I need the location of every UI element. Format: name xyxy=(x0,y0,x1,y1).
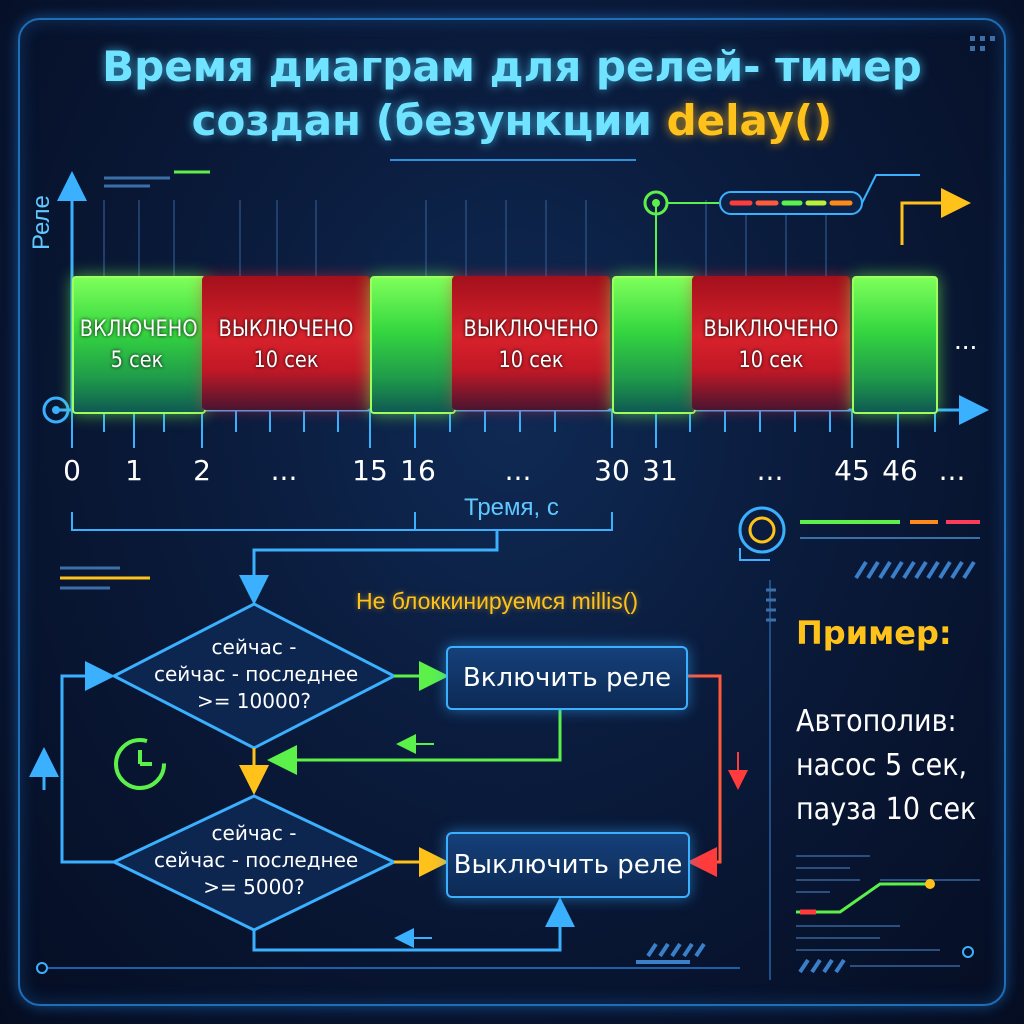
example-text: Автополив: насос 5 сек, пауза 10 сек xyxy=(796,704,977,827)
outer-frame xyxy=(18,18,1006,1006)
segment-duration: 10 сек xyxy=(498,348,564,373)
title-highlight: delay() xyxy=(666,96,833,145)
segment-state: ВЫКЛЮЧЕНО xyxy=(218,317,354,342)
gauge-icon xyxy=(738,506,786,554)
tick-label: ... xyxy=(756,454,784,487)
action-relay-on: Включить реле xyxy=(446,646,688,710)
action-relay-off: Выключить реле xyxy=(446,832,690,898)
segment-state: ВЫКЛЮЧЕНО xyxy=(703,317,839,342)
tick-label: 45 xyxy=(834,454,870,487)
flow-heading: Не блоккинируемся millis() xyxy=(356,588,639,614)
tick-label: 46 xyxy=(882,454,918,487)
segment-duration: 10 сек xyxy=(253,348,319,373)
segment-state: ВКЛЮЧЕНО xyxy=(79,317,198,342)
tick-label: ... xyxy=(504,454,532,487)
flow-side-arrow xyxy=(686,674,722,877)
segment-on xyxy=(852,276,938,414)
segment-label: ВКЛЮЧЕНО 5 сек xyxy=(79,314,198,376)
title-line-1: Время диаграм для релей- тимер xyxy=(102,42,922,91)
title-line-2-prefix: создан (безункции xyxy=(191,96,667,145)
rise-arrow xyxy=(900,188,971,245)
segment-on xyxy=(612,276,696,414)
x-axis-ticks xyxy=(71,410,936,448)
flow-return-1 xyxy=(267,708,562,775)
segment-off xyxy=(452,276,610,410)
tick-label: 15 xyxy=(352,454,388,487)
tick-label: ... xyxy=(938,454,966,487)
tick-label: 31 xyxy=(642,454,678,487)
segment-on xyxy=(72,276,206,414)
tick-label: 2 xyxy=(193,454,211,487)
tick-label: ... xyxy=(270,454,298,487)
title-line-2: создан (безункции delay() xyxy=(0,96,1024,145)
tick-label: 30 xyxy=(594,454,630,487)
segment-on xyxy=(370,276,456,414)
decision-1-text: сейчас - сейчас - последнее >= 10000? xyxy=(154,635,359,713)
y-axis-label: Реле xyxy=(28,195,55,250)
example-heading: Пример: xyxy=(796,614,952,652)
time-bracket xyxy=(71,512,613,531)
segment-duration: 5 сек xyxy=(110,348,164,373)
flow-entry-arrow xyxy=(239,530,499,605)
segment-label: ВЫКЛЮЧЕНО 10 сек xyxy=(461,314,600,376)
flow-return-2 xyxy=(252,897,575,952)
segment-label: ВЫКЛЮЧЕНО 10 сек xyxy=(212,314,360,376)
tick-label: 0 xyxy=(63,454,81,487)
segment-off xyxy=(202,276,370,410)
clock-icon xyxy=(114,738,166,790)
origin-marker xyxy=(42,396,70,424)
segment-duration: 10 сек xyxy=(738,348,804,373)
tick-label: 16 xyxy=(400,454,436,487)
segment-off xyxy=(692,276,850,410)
segment-state: ВЫКЛЮЧЕНО xyxy=(463,317,599,342)
tick-label: 1 xyxy=(125,454,143,487)
flow-loop-arrow xyxy=(60,661,115,864)
corner-grid-icon xyxy=(970,36,995,51)
trend-line xyxy=(796,882,930,914)
x-axis-label: Тремя, с xyxy=(464,494,559,521)
decision-2-text: сейчас - сейчас - последнее >= 5000? xyxy=(154,821,359,899)
segment-label: ВЫКЛЮЧЕНО 10 сек xyxy=(701,314,840,376)
timing-ellipsis: ... xyxy=(954,324,978,355)
